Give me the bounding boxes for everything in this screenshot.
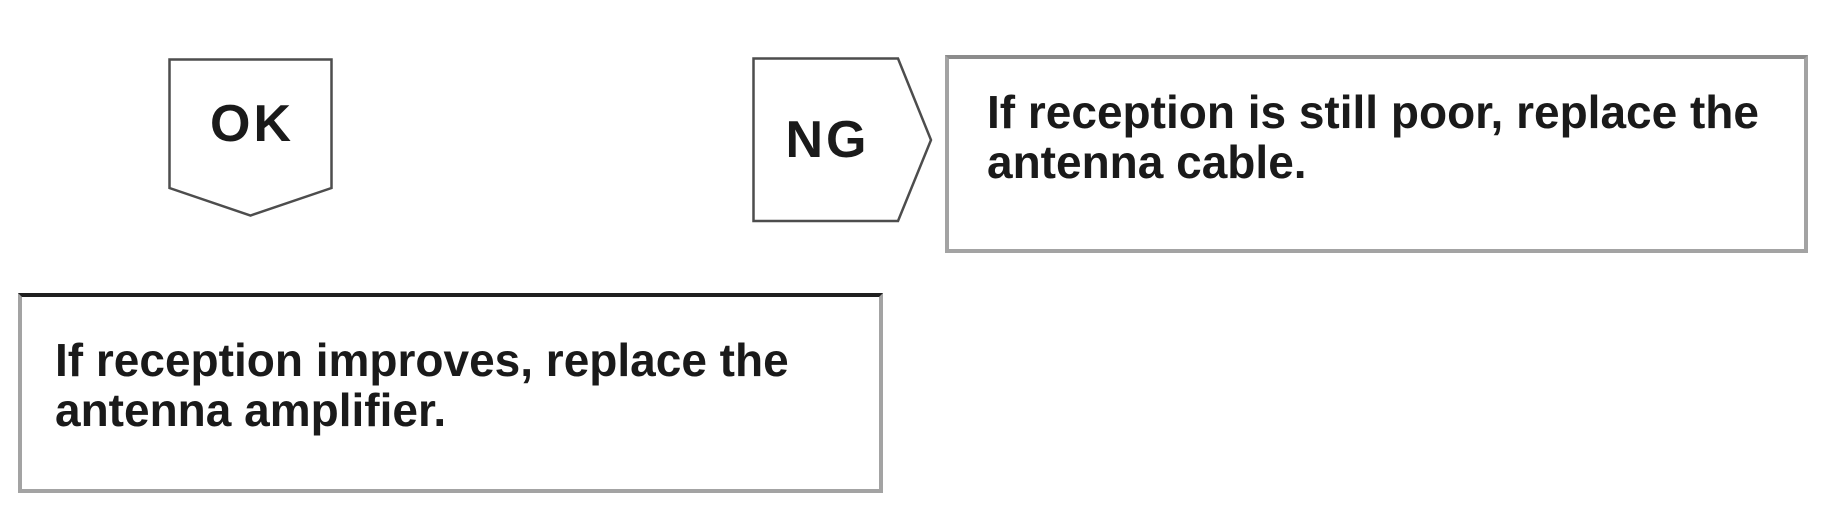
ok-pentagon-outline: [168, 58, 333, 217]
ng-branch-label-text: NG: [785, 110, 870, 169]
ng-instruction-text: If reception is still poor, replace the …: [987, 86, 1759, 188]
ng-instruction-box: If reception is still poor, replace the …: [945, 55, 1808, 253]
ok-pentagon-shape: [168, 58, 333, 217]
ok-instruction-box: If reception improves, replace the anten…: [18, 293, 883, 493]
ng-branch-label: NG: [752, 57, 900, 222]
ok-branch-label: OK: [168, 58, 333, 190]
ok-instruction-text: If reception improves, replace the anten…: [55, 334, 789, 436]
ok-branch-label-text: OK: [210, 95, 294, 153]
ng-pentagon-outline: [752, 57, 933, 223]
ng-pentagon-shape: [752, 57, 933, 223]
